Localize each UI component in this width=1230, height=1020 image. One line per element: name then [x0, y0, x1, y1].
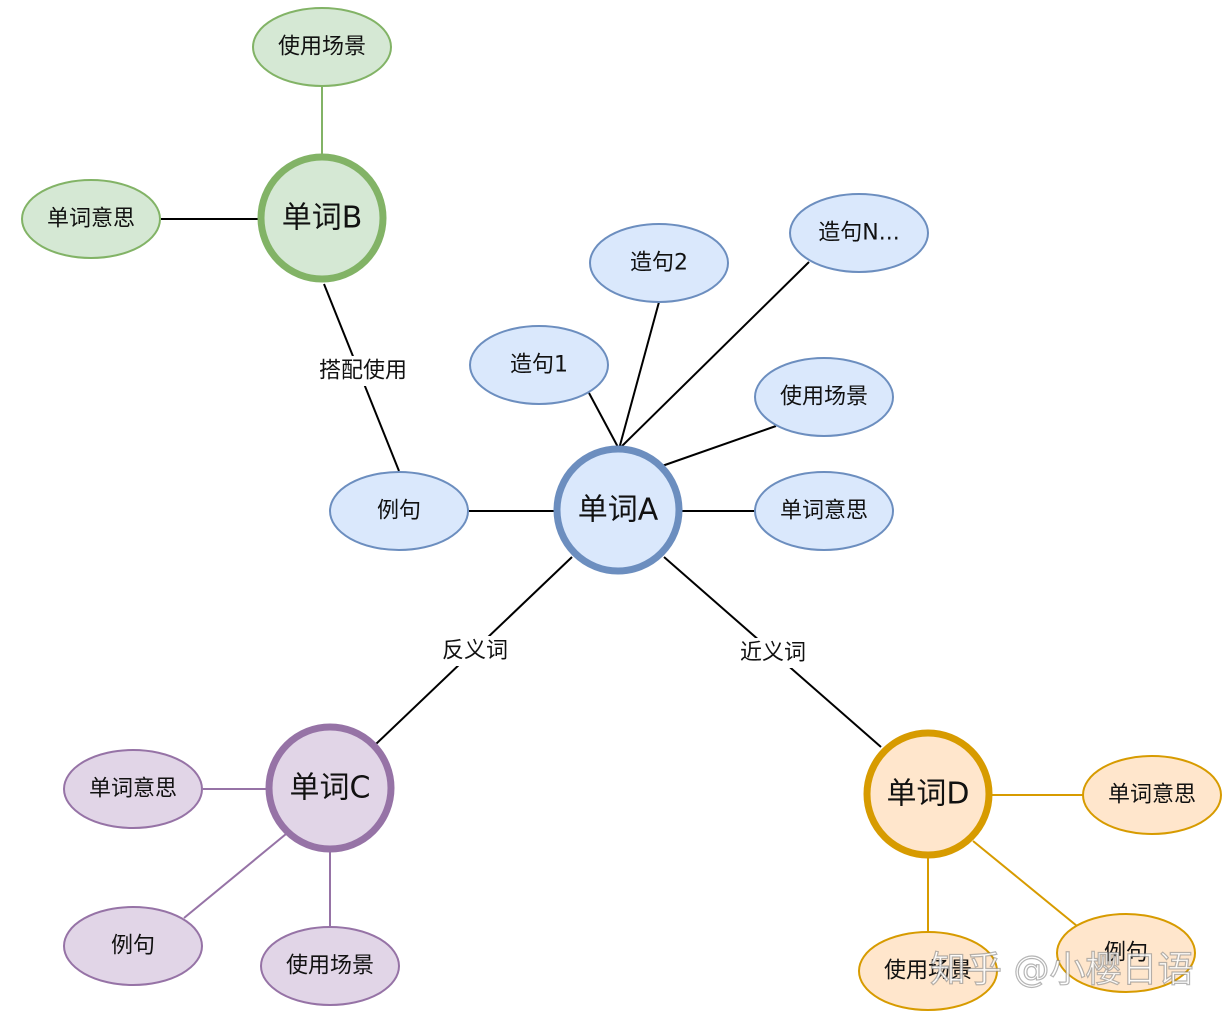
node-d-example[interactable]: 例句 [1056, 913, 1196, 993]
node-a-usage-label: 使用场景 [780, 385, 868, 410]
node-word-a[interactable]: 单词A [553, 445, 683, 575]
node-a-sentence-2[interactable]: 造句2 [589, 223, 729, 303]
node-a-sentence-n-label: 造句N... [818, 221, 899, 246]
node-b-usage[interactable]: 使用场景 [252, 7, 392, 87]
edge-label-collocation-bg [314, 356, 412, 386]
word-b-cluster: 使用场景 单词意思 单词B [21, 7, 392, 283]
node-a-meaning[interactable]: 单词意思 [754, 471, 894, 551]
node-b-usage-label: 使用场景 [278, 35, 366, 60]
node-word-d[interactable]: 单词D [863, 729, 993, 859]
word-a-cluster: 造句1 造句2 造句N... 使用场景 单词意思 例句 单词A [329, 193, 929, 575]
edge-a-usage [661, 425, 777, 467]
edge-label-collocation: 搭配使用 [319, 359, 407, 384]
node-c-example[interactable]: 例句 [63, 906, 203, 986]
node-word-c[interactable]: 单词C [265, 723, 395, 853]
node-word-b-label: 单词B [282, 201, 363, 236]
node-d-usage-label: 使用场景 [884, 959, 972, 984]
node-a-meaning-label: 单词意思 [780, 499, 868, 524]
node-a-sentence-2-label: 造句2 [630, 251, 688, 276]
edge-a-sentence-2 [618, 301, 660, 450]
node-c-usage[interactable]: 使用场景 [260, 926, 400, 1006]
node-d-meaning-label: 单词意思 [1108, 783, 1196, 808]
node-a-usage[interactable]: 使用场景 [754, 357, 894, 437]
node-c-usage-label: 使用场景 [286, 954, 374, 979]
word-c-cluster: 单词意思 例句 使用场景 单词C [63, 723, 400, 1006]
node-c-meaning[interactable]: 单词意思 [63, 749, 203, 829]
node-d-example-label: 例句 [1104, 941, 1148, 966]
edge-label-synonym: 近义词 [740, 641, 806, 666]
node-a-example-label: 例句 [377, 499, 421, 524]
node-a-example[interactable]: 例句 [329, 471, 469, 551]
node-c-meaning-label: 单词意思 [89, 777, 177, 802]
node-a-sentence-1-label: 造句1 [510, 353, 568, 378]
node-b-meaning-label: 单词意思 [47, 207, 135, 232]
node-a-sentence-1[interactable]: 造句1 [469, 325, 609, 405]
edge-a-sentence-1 [588, 392, 620, 450]
node-word-c-label: 单词C [290, 771, 371, 806]
node-a-sentence-n[interactable]: 造句N... [789, 193, 929, 273]
node-b-meaning[interactable]: 单词意思 [21, 179, 161, 259]
edge-label-antonym: 反义词 [442, 639, 508, 664]
edges [161, 86, 1083, 932]
edge-d-example [972, 840, 1078, 927]
node-d-usage[interactable]: 使用场景 [858, 931, 998, 1011]
node-word-a-label: 单词A [578, 493, 659, 528]
node-c-example-label: 例句 [111, 934, 155, 959]
edge-label-antonym-bg [437, 636, 513, 666]
edge-a-sentence-n [618, 261, 810, 450]
edge-c-example [183, 833, 287, 919]
word-d-cluster: 单词意思 使用场景 例句 单词D [858, 729, 1222, 1011]
edge-labels: 搭配使用 反义词 近义词 [314, 356, 811, 668]
node-word-b[interactable]: 单词B [257, 153, 387, 283]
node-d-meaning[interactable]: 单词意思 [1082, 755, 1222, 835]
watermark: 知乎 @小樱日语 [930, 950, 1193, 991]
edge-label-synonym-bg [735, 638, 811, 668]
node-word-d-label: 单词D [886, 777, 969, 812]
